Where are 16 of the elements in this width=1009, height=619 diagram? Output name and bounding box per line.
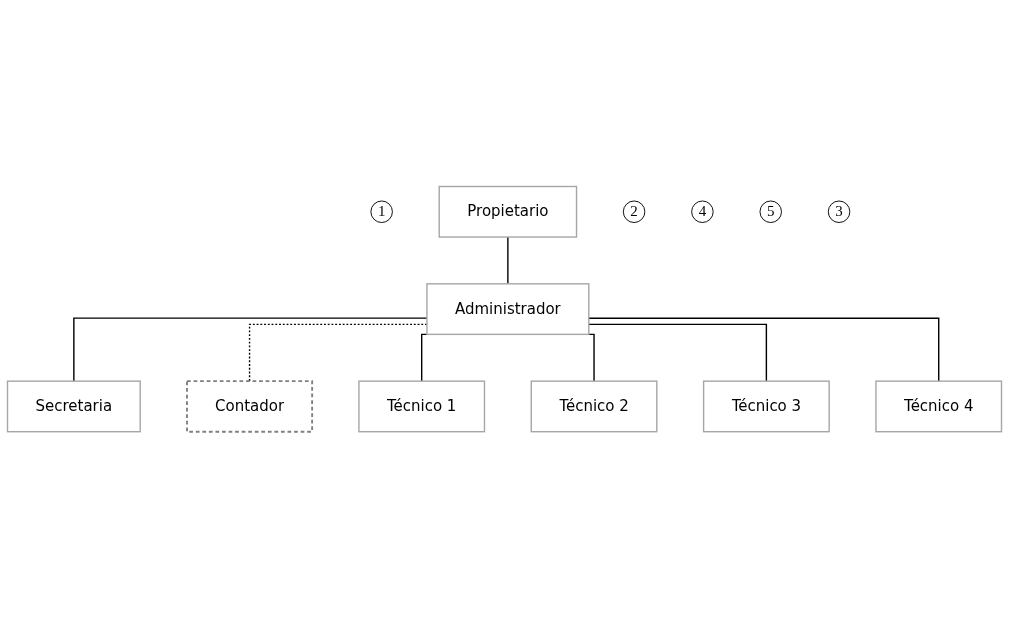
connector xyxy=(588,324,768,383)
node-box: Administrador xyxy=(426,283,590,336)
connector xyxy=(588,317,940,383)
node-box: Técnico 3 xyxy=(702,380,830,433)
connector xyxy=(507,236,509,285)
node-circle: 4 xyxy=(691,200,714,224)
node-circle: 2 xyxy=(622,200,646,224)
node-box: Propietario xyxy=(438,186,578,239)
node-box: Técnico 2 xyxy=(530,380,658,433)
node-circle: 3 xyxy=(827,200,851,224)
node-box: Contador xyxy=(186,380,314,434)
node-box: Técnico 4 xyxy=(875,380,1003,433)
node-circle: 5 xyxy=(759,200,782,224)
node-box: Secretaria xyxy=(6,380,141,433)
node-circle: 1 xyxy=(370,200,393,224)
node-box: Técnico 1 xyxy=(358,380,486,433)
